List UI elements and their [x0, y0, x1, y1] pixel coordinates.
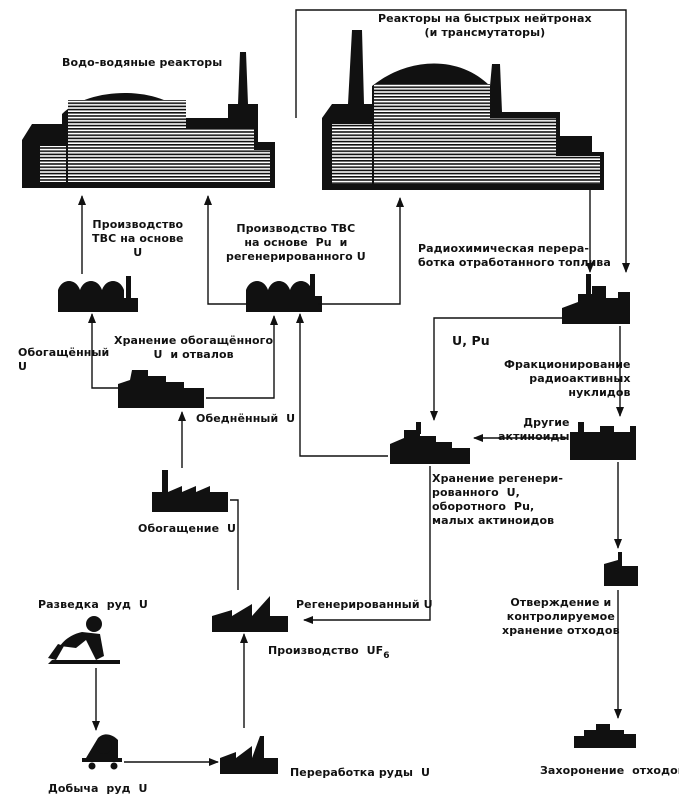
- factory-icon: [212, 596, 288, 632]
- enrichment-label: Обогащение U: [138, 522, 237, 535]
- factory-icon: [604, 552, 638, 586]
- factory-icon: [246, 274, 322, 312]
- burial-label: Захоронение отходов: [540, 764, 679, 777]
- factory-icon: [562, 274, 630, 324]
- storage-enriched-u-label: Хранение обогащённого U и отвалов: [114, 334, 274, 361]
- fractionation-label: Фракционирование радиоактивных нуклидов: [504, 358, 631, 399]
- water-water-reactor-building-icon: [22, 52, 275, 188]
- uf6-text: Производство UF: [268, 644, 384, 657]
- mine-cart-icon: [82, 734, 122, 770]
- ore-processing-label: Переработка руды U: [290, 766, 430, 779]
- fast-reactors-label: Реакторы на быстрых нейтронах (и трансму…: [378, 12, 592, 39]
- exploration-label: Разведка руд U: [38, 598, 148, 611]
- factory-icon: [58, 276, 138, 312]
- miner-figure-icon: [48, 616, 120, 664]
- u-pu-label: U, Pu: [452, 333, 490, 348]
- fuel-production-u-label: Производство ТВС на основе U: [92, 218, 184, 259]
- other-actinides-label: Другие актиноиды: [498, 416, 570, 443]
- water-reactors-label: Водо-водяные реакторы: [62, 56, 223, 69]
- factory-icon: [574, 724, 636, 748]
- depleted-u-label: Обеднённый U: [196, 412, 296, 425]
- storage-regenerated-label: Хранение регенери- рованного U, оборотно…: [432, 472, 563, 527]
- uf6-subscript: 6: [383, 651, 390, 661]
- factory-icon: [118, 370, 204, 408]
- factory-icon: [152, 470, 228, 512]
- factory-icon: [570, 422, 636, 460]
- enriched-u-label: Обогащённый U: [18, 346, 110, 373]
- uf6-label: Производство UF6: [268, 644, 390, 661]
- factory-icon: [220, 736, 278, 774]
- solidification-label: Отверждение и контролируемое хранение от…: [502, 596, 620, 637]
- factory-icon: [390, 422, 470, 464]
- flow-arrows: [78, 9, 630, 766]
- mining-label: Добыча руд U: [48, 782, 148, 795]
- fuel-production-pu-label: Производство ТВС на основе Pu и регенери…: [226, 222, 366, 263]
- regenerated-u-label: Регенерированный U: [296, 598, 433, 611]
- radiochemical-reprocessing-label: Радиохимическая перера- ботка отработанн…: [418, 242, 611, 269]
- fast-neutron-reactor-building-icon: [322, 30, 604, 190]
